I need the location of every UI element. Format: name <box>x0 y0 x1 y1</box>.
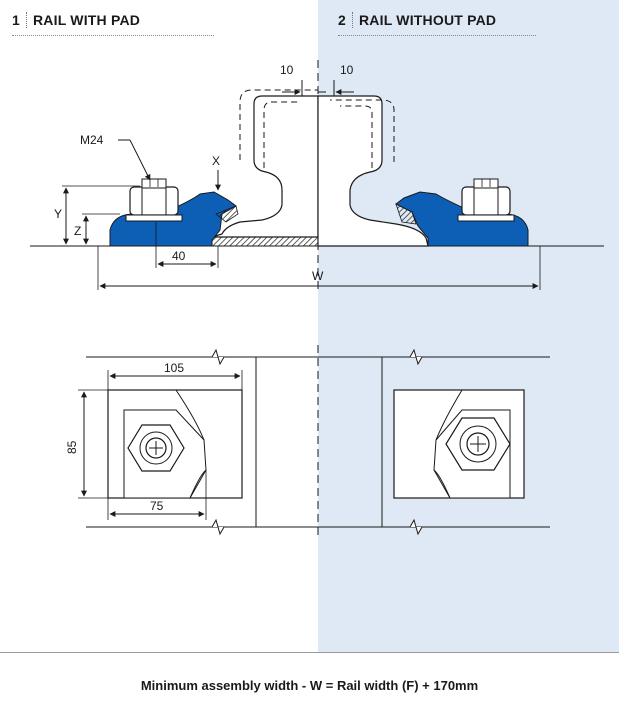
bolt-size-label: M24 <box>80 133 104 147</box>
section-number: 2 <box>338 12 353 28</box>
break-mark <box>211 348 225 366</box>
rail-offset-outline-right <box>330 99 395 162</box>
dim-y-label: Y <box>54 207 62 221</box>
footer-divider <box>0 652 619 653</box>
offset-dim-right-label: 10 <box>340 63 354 77</box>
section-header-rail-without-pad: 2 RAIL WITHOUT PAD <box>338 12 496 28</box>
bolt-leader <box>129 139 151 181</box>
break-mark <box>409 348 423 366</box>
break-mark <box>409 518 423 536</box>
dim-w-label: W <box>312 269 324 283</box>
section-header-rail-with-pad: 1 RAIL WITH PAD <box>12 12 140 28</box>
bolt-washer-right <box>457 214 515 222</box>
break-mark <box>211 518 225 536</box>
section-title: RAIL WITH PAD <box>33 12 141 28</box>
rail-left-half <box>211 95 319 238</box>
bolt-stud-right <box>473 178 499 189</box>
dim-85-label: 85 <box>65 440 79 454</box>
rail-offset-outline-left <box>263 101 300 168</box>
dim-40-label: 40 <box>172 249 186 263</box>
technical-drawing: M24 10 10 X Y Z 40 W <box>30 60 604 540</box>
clip-right-insert <box>395 203 417 225</box>
section-title: RAIL WITHOUT PAD <box>359 12 497 28</box>
bolt-stud-left <box>141 178 167 189</box>
clip-left-insert <box>215 205 239 223</box>
bolt-washer-left <box>125 214 183 222</box>
section-underline <box>338 35 536 36</box>
rail-right-half <box>317 95 429 247</box>
section-underline <box>12 35 214 36</box>
elevation-view: M24 10 10 X Y Z 40 W <box>30 60 604 290</box>
offset-dim-left-label: 10 <box>280 63 294 77</box>
dim-75-label: 75 <box>150 499 164 513</box>
plan-view: 105 85 75 <box>65 345 550 540</box>
section-number: 1 <box>12 12 27 28</box>
footer-formula: Minimum assembly width - W = Rail width … <box>140 678 479 693</box>
dim-105-label: 105 <box>164 361 184 375</box>
dim-z-label: Z <box>74 224 81 238</box>
bolt-head-left <box>129 186 179 216</box>
rail-offset-outline-right <box>340 105 373 168</box>
dim-x-label: X <box>212 154 220 168</box>
rail-pad <box>211 236 319 247</box>
bolt-head-right <box>461 186 511 216</box>
